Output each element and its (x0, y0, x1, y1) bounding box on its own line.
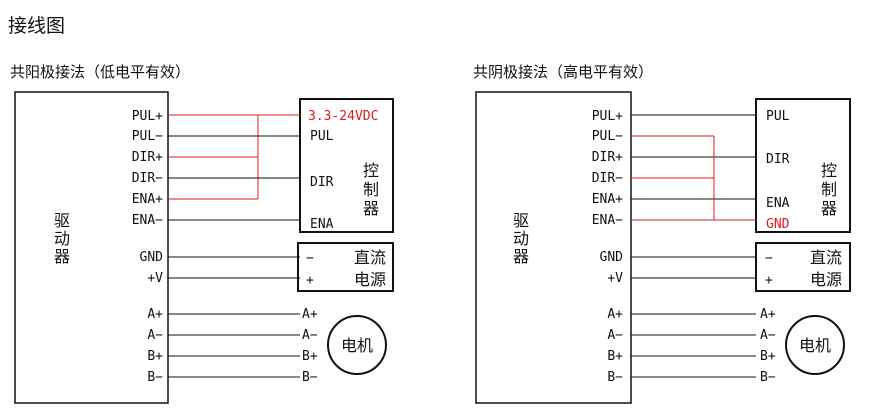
left-motor-pins: A+ A− B+ B− (302, 307, 318, 385)
svg-text:控: 控 (821, 161, 837, 180)
left-psu-plus: + (306, 273, 314, 288)
svg-text:PUL−: PUL− (592, 129, 623, 144)
svg-text:A−: A− (302, 328, 318, 343)
svg-text:驱: 驱 (54, 211, 70, 230)
right-black-wires (631, 114, 756, 378)
svg-text:制: 制 (821, 180, 837, 199)
svg-text:GND: GND (600, 250, 624, 265)
svg-text:B+: B+ (302, 349, 318, 364)
right-psu-minus: − (765, 251, 773, 266)
svg-text:A+: A+ (760, 307, 776, 322)
svg-text:GND: GND (140, 250, 164, 265)
svg-text:B+: B+ (147, 349, 163, 364)
left-ctrl-dir: DIR (310, 175, 334, 190)
svg-text:+V: +V (147, 271, 163, 286)
left-driver-pins: PUL+ PUL− DIR+ DIR− ENA+ ENA− GND +V A+ … (132, 109, 163, 385)
right-diagram: 共阴极接法（高电平有效） 驱 动 器 PUL+ PUL− DIR+ DIR− E… (473, 63, 851, 404)
left-black-wires (168, 135, 300, 378)
svg-text:制: 制 (363, 180, 379, 199)
right-motor-circle (785, 315, 845, 375)
svg-text:ENA−: ENA− (132, 213, 163, 228)
svg-text:A+: A+ (147, 307, 163, 322)
svg-text:PUL+: PUL+ (132, 109, 163, 124)
right-driver-pins: PUL+ PUL− DIR+ DIR− ENA+ ENA− GND +V A+ … (592, 109, 623, 385)
right-psu-name-2: 电源 (810, 270, 842, 289)
svg-text:器: 器 (821, 199, 837, 218)
svg-text:DIR+: DIR+ (592, 150, 623, 165)
svg-text:A+: A+ (607, 307, 623, 322)
svg-text:A−: A− (147, 328, 163, 343)
svg-text:B−: B− (147, 370, 163, 385)
svg-text:A+: A+ (302, 307, 318, 322)
right-red-wires (631, 135, 756, 221)
left-driver-label: 驱 动 器 (54, 211, 70, 266)
left-driver-box (14, 91, 169, 404)
svg-text:动: 动 (513, 229, 529, 248)
right-ctrl-ena: ENA (766, 196, 790, 211)
left-diagram: 共阳极接法（低电平有效） 驱 动 器 PUL+ PUL− DIR+ DIR− E… (10, 63, 394, 404)
svg-text:A−: A− (760, 328, 776, 343)
left-controller-name: 控 制 器 (363, 161, 379, 218)
right-controller-box (755, 98, 851, 233)
right-controller-name: 控 制 器 (821, 161, 837, 218)
svg-text:B−: B− (760, 370, 776, 385)
right-heading: 共阴极接法（高电平有效） (473, 63, 653, 81)
svg-text:A−: A− (607, 328, 623, 343)
svg-text:器: 器 (513, 247, 529, 266)
left-psu-minus: − (306, 251, 314, 266)
right-psu-plus: + (765, 273, 773, 288)
right-driver-box (475, 91, 632, 404)
right-driver-label: 驱 动 器 (513, 211, 529, 266)
page-title: 接线图 (8, 15, 65, 37)
svg-text:B+: B+ (760, 349, 776, 364)
svg-text:ENA+: ENA+ (592, 192, 623, 207)
svg-text:器: 器 (363, 199, 379, 218)
svg-text:B−: B− (302, 370, 318, 385)
left-motor-label: 电机 (341, 336, 373, 355)
svg-text:DIR−: DIR− (592, 171, 623, 186)
right-psu-box (755, 242, 851, 292)
svg-text:DIR−: DIR− (132, 171, 163, 186)
svg-text:驱: 驱 (513, 211, 529, 230)
left-motor-circle (327, 315, 387, 375)
svg-text:PUL+: PUL+ (592, 109, 623, 124)
svg-text:B+: B+ (607, 349, 623, 364)
svg-text:动: 动 (54, 229, 70, 248)
right-motor-label: 电机 (799, 336, 831, 355)
left-ctrl-ena: ENA (310, 217, 334, 232)
svg-text:PUL−: PUL− (132, 129, 163, 144)
left-controller-box (299, 98, 394, 233)
left-psu-name-1: 直流 (354, 248, 386, 267)
svg-text:ENA−: ENA− (592, 213, 623, 228)
svg-text:DIR+: DIR+ (132, 150, 163, 165)
svg-text:控: 控 (363, 161, 379, 180)
svg-text:ENA+: ENA+ (132, 192, 163, 207)
left-heading: 共阳极接法（低电平有效） (10, 63, 190, 81)
right-motor-pins: A+ A− B+ B− (760, 307, 776, 385)
svg-text:+V: +V (607, 271, 623, 286)
left-red-wires (168, 114, 300, 200)
right-ctrl-gnd: GND (766, 217, 790, 232)
left-psu-box (297, 242, 394, 292)
left-ctrl-pul: PUL (310, 129, 334, 144)
right-psu-name-1: 直流 (810, 248, 842, 267)
right-ctrl-dir: DIR (766, 152, 790, 167)
svg-text:B−: B− (607, 370, 623, 385)
right-ctrl-pul: PUL (766, 109, 790, 124)
left-power-label: 3.3-24VDC (308, 109, 378, 124)
left-psu-name-2: 电源 (354, 270, 386, 289)
svg-text:器: 器 (54, 247, 70, 266)
